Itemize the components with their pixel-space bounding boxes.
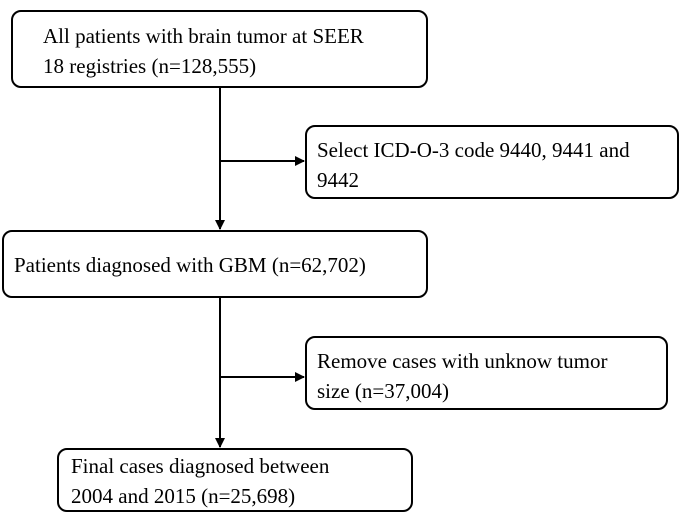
step-text-line: Final cases diagnosed between [71, 454, 330, 478]
step-box-gbm-patients: Patients diagnosed with GBM (n=62,702) [2, 230, 428, 298]
exclusion-text-line: 9442 [317, 168, 359, 192]
exclusion-text-line: Remove cases with unknow tumor [317, 349, 608, 373]
exclusion-text-line: Select ICD-O-3 code 9440, 9441 and [317, 138, 630, 162]
step-text-line: Patients diagnosed with GBM (n=62,702) [14, 253, 366, 277]
exclusion-box-icd-selection: Select ICD-O-3 code 9440, 9441 and 9442 [305, 125, 679, 199]
exclusion-box-unknown-size: Remove cases with unknow tumor size (n=3… [305, 336, 668, 410]
step-box-all-patients: All patients with brain tumor at SEER 18… [11, 10, 428, 88]
step-text-line: 18 registries (n=128,555) [43, 54, 257, 78]
step-box-final-cases: Final cases diagnosed between 2004 and 2… [57, 448, 413, 512]
step-text-line: All patients with brain tumor at SEER [43, 24, 364, 48]
step-text-line: 2004 and 2015 (n=25,698) [71, 484, 296, 508]
exclusion-text-line: size (n=37,004) [317, 379, 449, 403]
